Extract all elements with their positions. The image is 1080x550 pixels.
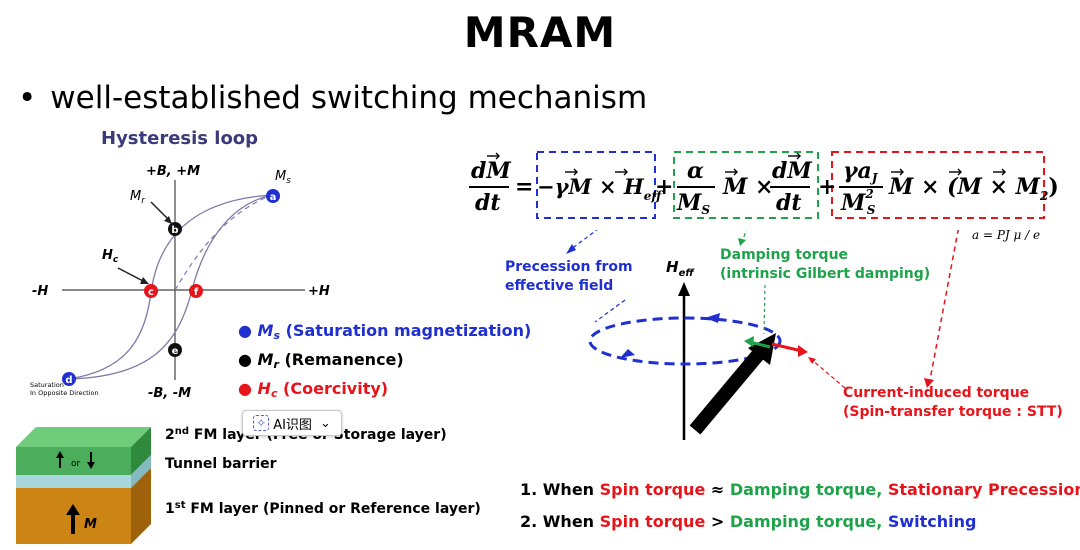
stt-label: Current-induced torque(Spin-transfer tor… <box>843 385 1063 420</box>
precession-diagram: Heff <box>566 230 959 440</box>
svg-text:+: + <box>818 174 836 200</box>
svg-text:c: c <box>148 287 154 298</box>
barrier-label: Tunnel barrier <box>165 456 277 472</box>
stt-box <box>831 151 1045 219</box>
chevron-down-icon: ⌄ <box>319 415 331 431</box>
bullet-point: • well-established switching mechanism <box>18 80 647 116</box>
svg-text:e: e <box>172 346 179 357</box>
point-c: c <box>144 284 158 298</box>
ai-recognize-button[interactable]: ✧ AI识图 ⌄ <box>242 410 342 436</box>
svg-text:M × (M × M2): M × (M × M2) <box>888 174 1059 203</box>
axis-pos-y-label: +B, +M <box>146 164 200 179</box>
legend-ms: ● Ms (Saturation magnetization) <box>238 321 532 342</box>
orbit-arrow-icon <box>620 349 635 358</box>
hc-pointer <box>117 267 146 283</box>
svg-text:dt: dt <box>776 190 802 216</box>
legend-dot-icon: ● <box>238 321 252 340</box>
point-e: e <box>168 343 182 357</box>
bullet-dot-icon: • <box>18 80 37 116</box>
condition-1: 1. When Spin torque ≈ Damping torque, St… <box>520 480 1080 499</box>
arrow-down-icon <box>87 462 95 469</box>
aj-definition: a = PJ μ / e <box>972 228 1041 242</box>
svg-text:MS: MS <box>676 190 710 217</box>
svg-text:γaJ: γaJ <box>843 158 879 185</box>
pinned-layer-label: 1st FM layer (Pinned or Reference layer) <box>165 500 481 517</box>
free-layer <box>16 447 131 475</box>
legend-dot-icon: ● <box>238 350 252 369</box>
heff-label: Heff <box>666 258 695 279</box>
svg-text:M: M <box>84 517 97 532</box>
page-title: MRAM <box>463 8 617 57</box>
hysteresis-title: Hysteresis loop <box>101 128 259 149</box>
point-d: d <box>62 372 76 386</box>
precession-orbit <box>588 316 782 366</box>
svg-text:=: = <box>515 174 533 200</box>
point-f: f <box>189 284 203 298</box>
svg-text:+: + <box>655 174 673 200</box>
bullet-text: well-established switching mechanism <box>50 80 648 116</box>
saturation-note-2: In Opposite Direction <box>30 389 99 397</box>
initial-magnetization-curve <box>174 194 273 291</box>
damping-box <box>673 151 819 219</box>
legend-hc: ● Hc (Coercivity) <box>238 379 389 400</box>
legend-dot-icon: ● <box>238 379 252 398</box>
arrow-up-icon <box>56 451 64 458</box>
magnetization-arrow-icon <box>66 504 80 515</box>
tunnel-barrier <box>16 475 131 488</box>
mr-pointer <box>150 201 171 222</box>
svg-text:f: f <box>194 287 199 298</box>
ai-sparkle-icon: ✧ <box>253 415 270 431</box>
svg-text:d: d <box>65 375 72 386</box>
svg-text:or: or <box>71 459 81 469</box>
saturation-note-1: Saturation <box>30 381 64 389</box>
axis-pos-x-label: +H <box>308 284 330 299</box>
svg-text:α: α <box>687 158 704 184</box>
svg-text:M ×: M × <box>722 174 773 200</box>
legend-mr: ● Mr (Remanence) <box>238 350 404 371</box>
axis-neg-x-label: -H <box>32 284 48 299</box>
point-b: b <box>168 222 182 236</box>
ms-label: Ms <box>275 169 291 186</box>
svg-text:−γM × Heff: −γM × Heff <box>537 174 663 203</box>
hc-label: Hc <box>102 248 119 265</box>
magnetization-vector <box>689 345 768 435</box>
stt-arrow <box>771 342 803 353</box>
svg-text:b: b <box>171 225 178 236</box>
damping-label: Damping torque(intrinsic Gilbert damping… <box>720 247 931 282</box>
llg-equation: dM dt = −γM × Heff + α MS M × dM dt + γa… <box>469 151 1059 219</box>
ai-button-label: AI识图 <box>273 417 312 433</box>
svg-text:dM: dM <box>772 158 812 184</box>
mtj-layer-stack: or M <box>16 427 151 544</box>
orbit-arrow-icon <box>705 313 720 323</box>
svg-text:a: a <box>270 192 277 203</box>
axis-neg-y-label: -B, -M <box>148 386 191 401</box>
svg-text:dM: dM <box>471 158 511 184</box>
hysteresis-diagram: a b c d e f +B, +M -B, -M +H -H Ms Mr Hc… <box>30 164 330 401</box>
condition-2: 2. When Spin torque > Damping torque, Sw… <box>520 512 977 531</box>
point-a: a <box>266 189 280 203</box>
precession-box <box>536 151 656 219</box>
svg-text:M2S: M2S <box>840 187 876 217</box>
mr-label: Mr <box>130 189 146 206</box>
svg-text:dt: dt <box>475 190 501 216</box>
